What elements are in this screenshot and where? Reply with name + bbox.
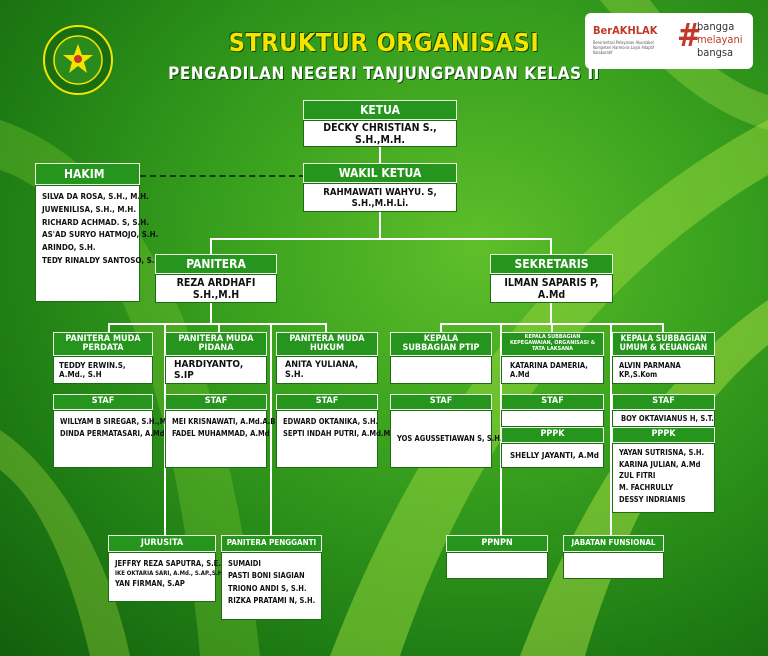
ketua-header: KETUA xyxy=(303,100,457,120)
pm-hukum-header: PANITERA MUDA HUKUM xyxy=(276,332,378,356)
berakhlak-logo: BerAKHLAK Berorientasi Pelayanan Akuntab… xyxy=(585,13,753,69)
hakim-member: RICHARD ACHMAD. S, S.H. xyxy=(42,217,150,227)
kepeg-staf-list xyxy=(501,410,604,427)
jurusita-member: YAN FIRMAN, S.AP xyxy=(115,579,185,589)
page-title: STRUKTUR ORGANISASI xyxy=(228,28,540,57)
berakhlak-text: BerAKHLAK xyxy=(593,24,658,37)
pm-pidana-name: HARDIYANTO, S.IP xyxy=(165,356,267,384)
pm-perdata-header: PANITERA MUDA PERDATA xyxy=(53,332,153,356)
pppk-member: DESSY INDRIANIS xyxy=(619,494,686,504)
staf-member: DINDA PERMATASARI, A.Md xyxy=(60,429,165,438)
pm-perdata-staf-header: STAF xyxy=(53,394,153,410)
umum-staf-list: BOY OKTAVIANUS H, S.T. xyxy=(612,410,715,427)
ptip-staf-list: YOS AGUSSETIAWAN S, S.H. xyxy=(390,410,503,468)
pppk-member: M. FACHRULLY xyxy=(619,482,674,492)
kepeg-pppk-list: SHELLY JAYANTI, A.Md xyxy=(501,443,604,468)
pm-pidana-staf-list: MEI KRISNAWATI, A.Md.A.B FADEL MUHAMMAD,… xyxy=(165,410,276,468)
pengganti-member: RIZKA PRATAMI N, S.H. xyxy=(228,596,316,606)
sekretaris-name: ILMAN SAPARIS P, A.Md xyxy=(490,274,613,303)
pengganti-member: TRIONO ANDI S, S.H. xyxy=(228,583,307,593)
pm-perdata-staf-list: WILLYAM B SIREGAR, S.H.,M.H. DINDA PERMA… xyxy=(53,410,178,468)
hakim-member: AS'AD SURYO HATMOJO, S.H. xyxy=(42,230,159,240)
wakil-ketua-name: RAHMAWATI WAHYU. S, S.H.,M.H.Li. xyxy=(303,183,457,212)
kepeg-staf-header: STAF xyxy=(501,394,604,410)
ppnpn-header: PPNPN xyxy=(446,535,548,552)
ketua-name: DECKY CHRISTIAN S., S.H.,M.H. xyxy=(303,120,457,147)
pengganti-member: SUMAIDI xyxy=(228,559,261,568)
umum-staf-header: STAF xyxy=(612,394,715,410)
sekretaris-header: SEKRETARIS xyxy=(490,254,613,274)
panitera-name: REZA ARDHAFI S.H.,M.H xyxy=(155,274,277,303)
pm-hukum-name: ANITA YULIANA, S.H. xyxy=(276,356,378,384)
hakim-member: ARINDO, S.H. xyxy=(42,243,96,253)
jurusita-header: JURUSITA xyxy=(108,535,216,552)
hashtag-icon: # xyxy=(677,16,702,54)
staf-member: YOS AGUSSETIAWAN S, S.H. xyxy=(397,434,503,443)
ptip-staf-header: STAF xyxy=(390,394,492,410)
umum-pppk-list: YAYAN SUTRISNA, S.H. KARINA JULIAN, A.Md… xyxy=(612,443,715,513)
pm-hukum-staf-list: EDWARD OKTANIKA, S.H. SEPTI INDAH PUTRI,… xyxy=(276,410,393,468)
jabatan-fungsional-header: JABATAN FUNSIONAL xyxy=(563,535,664,552)
staf-member: FADEL MUHAMMAD, A.Md xyxy=(172,429,270,438)
pppk-member: ZUL FITRI xyxy=(619,471,656,481)
ppnpn-box xyxy=(446,552,548,579)
jurusita-member: JEFFRY REZA SAPUTRA, S.E. xyxy=(115,559,221,568)
page-subtitle: PENGADILAN NEGERI TANJUNGPANDAN KELAS II xyxy=(168,64,600,84)
umum-header: KEPALA SUBBAGIAN UMUM & KEUANGAN xyxy=(612,332,715,356)
panitera-pengganti-header: PANITERA PENGGANTI xyxy=(221,535,322,552)
ptip-name xyxy=(390,356,492,384)
pm-pidana-staf-header: STAF xyxy=(165,394,267,410)
hakim-member: SILVA DA ROSA, S.H., M.H. xyxy=(42,192,149,201)
staf-member: WILLYAM B SIREGAR, S.H.,M.H. xyxy=(60,417,178,426)
pm-pidana-header: PANITERA MUDA PIDANA xyxy=(165,332,267,356)
ptip-header: KEPALA SUBBAGIAN PTIP xyxy=(390,332,492,356)
berakhlak-tagline: Berorientasi Pelayanan Akuntabel Kompete… xyxy=(593,40,655,55)
pppk-member: KARINA JULIAN, A.Md xyxy=(619,459,701,469)
wakil-ketua-header: WAKIL KETUA xyxy=(303,163,457,183)
panitera-pengganti-list: SUMAIDI PASTI BONI SIAGIAN TRIONO ANDI S… xyxy=(221,552,322,620)
umum-pppk-header: PPPK xyxy=(612,427,715,443)
pppk-member: YAYAN SUTRISNA, S.H. xyxy=(619,448,705,457)
bangga-line-2: melayani xyxy=(697,33,743,46)
jurusita-list: JEFFRY REZA SAPUTRA, S.E. IKE OKTARIA SA… xyxy=(108,552,225,602)
staf-member: MEI KRISNAWATI, A.Md.A.B xyxy=(172,417,276,426)
panitera-header: PANITERA xyxy=(155,254,277,274)
court-seal-logo xyxy=(42,24,114,96)
hakim-member: JUWENILISA, S.H., M.H. xyxy=(42,204,137,214)
umum-name: ALVIN PARMANA KP.,S.Kom xyxy=(612,356,715,384)
hakim-header: HAKIM xyxy=(35,163,140,185)
hakim-member: TEDY RINALDY SANTOSO, S.H. xyxy=(42,255,164,265)
staf-member: SEPTI INDAH PUTRI, A.Md.M. xyxy=(283,429,393,438)
jabatan-fungsional-box xyxy=(563,552,664,579)
jurusita-member: IKE OKTARIA SARI, A.Md., S.AP.,S.H. xyxy=(115,570,225,578)
pm-hukum-staf-header: STAF xyxy=(276,394,378,410)
kepeg-header: KEPALA SUBBAGIAN KEPEGAWAIAN, ORGANISASI… xyxy=(501,332,604,356)
staf-member: EDWARD OKTANIKA, S.H. xyxy=(283,417,379,426)
pengganti-member: PASTI BONI SIAGIAN xyxy=(228,571,305,581)
bangga-line-3: bangsa xyxy=(697,46,734,59)
hakim-list: SILVA DA ROSA, S.H., M.H. JUWENILISA, S.… xyxy=(35,185,164,302)
kepeg-pppk-header: PPPK xyxy=(501,427,604,443)
pm-perdata-name: TEDDY ERWIN.S, A.Md., S.H xyxy=(53,356,153,384)
kepeg-name: KATARINA DAMERIA, A.Md xyxy=(501,356,604,384)
bangga-line-1: bangga xyxy=(697,20,735,33)
